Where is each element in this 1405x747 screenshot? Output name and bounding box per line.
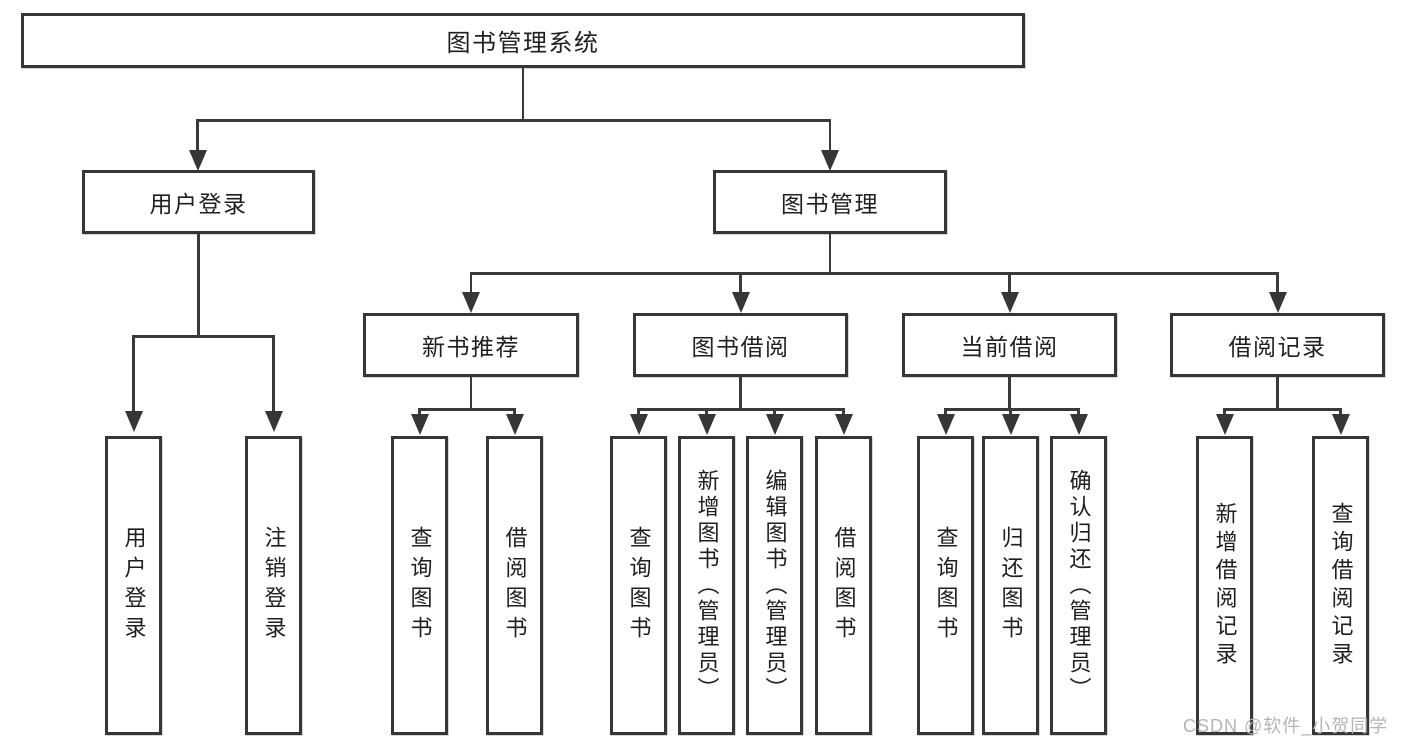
arrow-down-icon [821,150,839,171]
connector-line [828,234,832,274]
connector-line [521,68,525,121]
node-new-book-recommend: 新书推荐 [363,313,579,377]
arrow-down-icon [1268,292,1287,313]
connector-line [1008,272,1011,294]
leaf-cb-query-book: 查询图书 [917,436,974,735]
node-book-management: 图书管理 [713,170,947,234]
leaf-cb-confirm-return-admin: 确认归还（管理员） [1050,436,1107,735]
connector-line [1223,408,1226,416]
connector-line [1223,408,1342,411]
leaf-bb-add-book-admin: 新增图书（管理员） [678,436,735,735]
leaf-bb-borrow-book: 借阅图书 [815,436,872,735]
leaf-user-login: 用户登录 [105,436,162,735]
connector-line [637,408,640,416]
connector-line [418,408,421,416]
arrow-down-icon [731,292,750,313]
leaf-cb-return-book: 归还图书 [982,436,1039,735]
connector-line [739,377,742,410]
connector-line [1008,377,1011,410]
node-user-login-group: 用户登录 [82,170,315,234]
arrow-down-icon [1069,414,1088,435]
connector-line [773,408,776,416]
connector-line [944,408,947,416]
arrow-down-icon [1001,414,1020,435]
leaf-br-query-record: 查询借阅记录 [1312,436,1369,735]
arrow-down-icon [124,411,143,432]
arrow-down-icon [765,414,784,435]
leaf-br-add-record: 新增借阅记录 [1196,436,1253,735]
leaf-nb-borrow-book: 借阅图书 [486,436,543,735]
arrow-down-icon [834,414,853,435]
connector-line [944,408,1080,411]
connector-line [1009,408,1012,416]
connector-line [272,335,275,413]
leaf-logout: 注销登录 [245,436,302,735]
connector-line [1077,408,1080,416]
connector-line [418,408,516,411]
arrow-down-icon [264,411,283,432]
leaf-bb-query-book: 查询图书 [610,436,667,735]
node-book-borrowing: 图书借阅 [633,313,848,377]
arrow-down-icon [1215,414,1234,435]
connector-line [196,119,832,122]
connector-line [739,272,742,294]
node-borrowing-records: 借阅记录 [1170,313,1385,377]
connector-line [1276,272,1279,294]
arrow-down-icon [936,414,955,435]
arrow-down-icon [505,414,524,435]
arrow-down-icon [188,150,207,171]
connector-line [842,408,845,416]
connector-line [197,234,200,337]
watermark-text: CSDN @软件_小贺同学 [1183,716,1389,736]
connector-line [705,408,708,416]
connector-line [637,408,845,411]
connector-line [1276,377,1279,410]
leaf-nb-query-book: 查询图书 [391,436,448,735]
connector-line [513,408,516,416]
arrow-down-icon [462,292,480,313]
arrow-down-icon [410,414,429,435]
node-current-borrowing: 当前借阅 [902,313,1117,377]
node-library-management-system: 图书管理系统 [21,13,1025,68]
connector-line [132,335,135,413]
arrow-down-icon [697,414,716,435]
connector-line [132,335,275,338]
connector-line [828,119,832,152]
arrow-down-icon [1000,292,1019,313]
connector-line [469,272,1279,275]
leaf-bb-edit-book-admin: 编辑图书（管理员） [746,436,803,735]
connector-line [469,272,473,294]
connector-line [469,377,473,410]
arrow-down-icon [1331,414,1350,435]
connector-line [1339,408,1342,416]
arrow-down-icon [629,414,648,435]
connector-line [196,119,199,152]
